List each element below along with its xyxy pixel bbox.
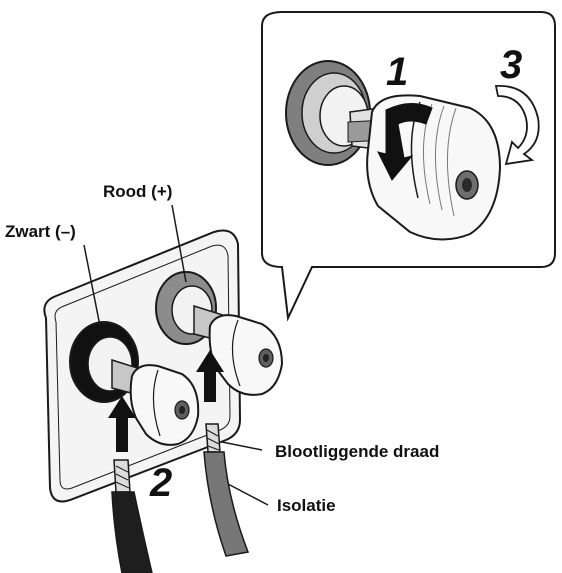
leader-insulation	[228, 484, 268, 505]
step-3-label: 3	[500, 43, 522, 87]
grey-cable	[204, 424, 248, 556]
label-black-negative: Zwart (–)	[5, 222, 76, 241]
label-red-positive: Rood (+)	[103, 182, 172, 201]
zoom-callout: 1 3	[262, 12, 555, 318]
leader-bare-wire	[222, 442, 262, 450]
step-1-label: 1	[386, 50, 408, 94]
label-insulation: Isolatie	[277, 496, 336, 515]
step-2-label: 2	[149, 461, 172, 505]
label-bare-wire: Blootliggende draad	[275, 442, 439, 461]
